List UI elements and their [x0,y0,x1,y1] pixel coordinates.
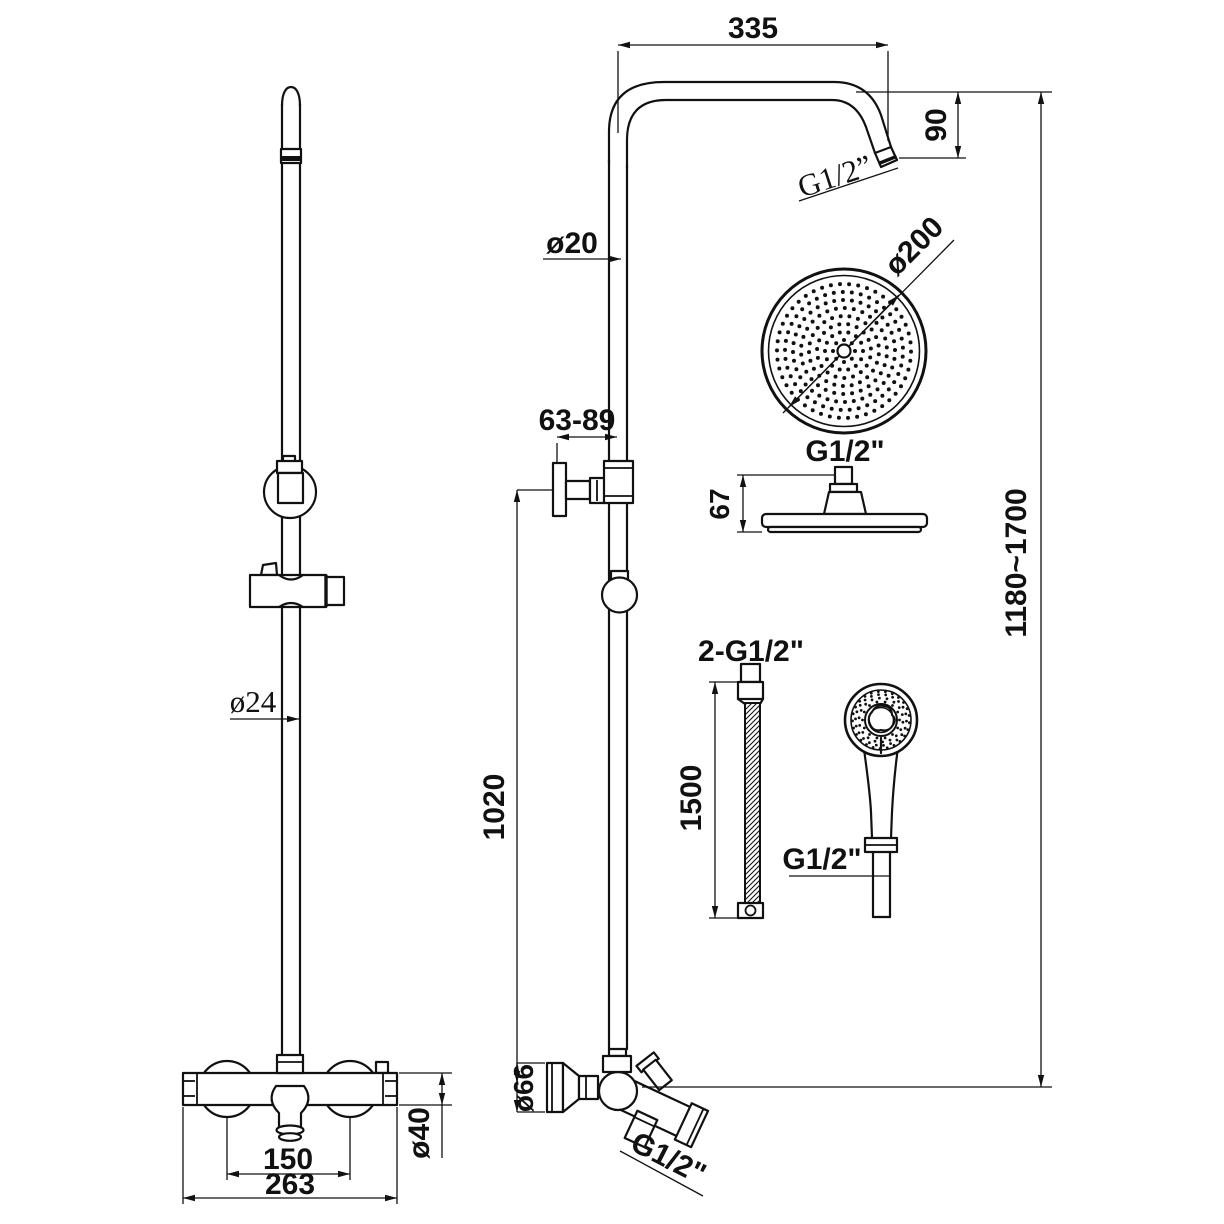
label-head-thread: G1/2" [805,435,884,468]
arm-drop-dim: 90 [856,91,1052,159]
front-view: ø24 150 [181,85,452,1204]
dim-inlet-spacing: 150 [263,1143,313,1176]
label-riser-diameter: ø20 [546,227,598,260]
wall-bracket-front [262,454,318,520]
valve-body-diameter-dim: ø40 [399,1072,452,1159]
arm-length-dim: 335 [617,12,889,141]
overhead-shower-side: G1/2" 67 [704,435,929,534]
label-slidebar-diameter: ø24 [230,684,277,719]
slide-bar-pipe-front [279,85,303,1058]
mixer-valve-side [545,1047,710,1149]
wall-bracket-side [551,459,635,518]
valve-width-dim: 263 [182,1107,398,1204]
dim-valve-width: 263 [265,1168,315,1201]
dim-hose-length: 1500 [675,765,708,832]
dim-lower-riser-height: 1020 [478,774,511,841]
dim-bracket-depth-range: 63-89 [539,404,616,437]
overhead-shower-face: ø200 [760,210,955,435]
dim-overall-height-range: 1180~1700 [1000,488,1033,637]
spray-selector-icon [867,704,896,732]
inlet-spacing-dim: 150 [226,1117,351,1180]
bracket-depth-dim: 63-89 [539,404,617,464]
lower-riser-dim: 1020 [478,489,553,1083]
side-view: G1/2" 335 90 G1/2” ø20 63-89 [478,12,1052,1197]
dim-valve-body-diameter: ø40 [403,1107,436,1159]
riser-diameter-dim: ø20 [543,227,621,263]
label-head-diameter: ø200 [878,210,950,282]
head-height-dim: 67 [704,474,835,533]
handshower-thread-label: G1/2" [782,843,890,877]
slider-knob-side [600,569,639,614]
handshower-nozzle-dots [851,690,911,750]
dim-head-height: 67 [704,488,735,519]
slider-holder-front [248,561,346,609]
hand-shower: G1/2" [782,682,919,919]
mixer-valve-front [181,1053,399,1142]
dim-arm-drop: 90 [920,108,953,141]
label-hose-threads: 2-G1/2" [698,635,804,668]
shower-arm [607,80,899,170]
dim-handle-diameter: ø66 [508,1064,539,1112]
label-arm-thread: G1/2” [793,148,876,205]
hose-length-dim: 1500 [675,681,738,919]
overall-height-dim: 1180~1700 [642,92,1052,1088]
label-handshower-thread: G1/2" [782,843,861,876]
dim-arm-length: 335 [728,12,778,45]
shower-hose: 2-G1/2" 1500 [675,635,804,920]
slidebar-diameter-dim: ø24 [230,684,299,723]
handle-diameter-dim: ø66 [508,1062,545,1113]
label-outlet-thread: G1/2" [626,1126,712,1191]
